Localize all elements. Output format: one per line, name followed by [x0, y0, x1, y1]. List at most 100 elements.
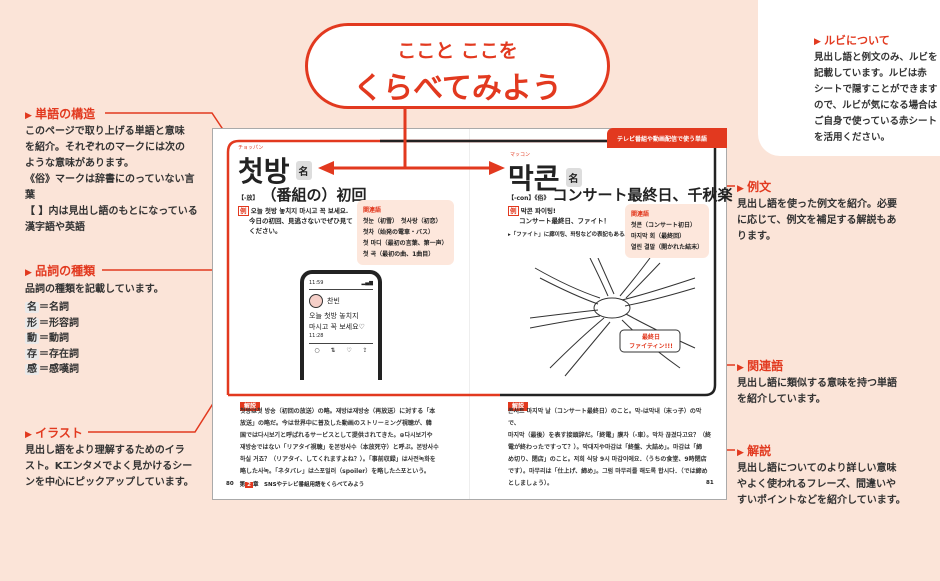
example-mark-right: 例 [508, 206, 519, 216]
kaisetsu-line: 国では다시보기と呼ばれるサービスとして提供されてきた。⊕다시보기や [240, 432, 433, 439]
heart-icon: ♡ [346, 347, 352, 354]
book-spread [212, 128, 727, 500]
origin-left: 【-放】 [238, 195, 259, 202]
share-icon: ⇪ [362, 347, 368, 354]
note-line: を紹介。それぞれのマークには次の [25, 142, 185, 153]
note-line: ような意味があります。 [25, 158, 134, 169]
phone-post-time: 11:28 [309, 333, 324, 339]
kaisetsu-line: 마지막（最後）を表す接頭辞だ。「終電」膜차（-車）。막차 끊겼다고요？（終 [508, 432, 712, 439]
note-line: を紹介しています。 [737, 394, 826, 405]
note-line: に応じて、例文を補足する解説もあ [737, 215, 897, 226]
related-word: 열린 결말（開かれた結末） [631, 244, 704, 251]
ruby-note-line: 見出し語と例文のみ、ルビを [814, 52, 938, 63]
headword-left: 첫방 [238, 155, 290, 188]
ruby-note-line: を活用ください。 [814, 132, 891, 143]
ruby-title: ルビについて [814, 32, 890, 48]
pos-meaning: ＝存在詞 [39, 348, 79, 360]
kaisetsu-line: としましょう）。 [508, 480, 554, 487]
ruby-note-line: ご自身で使っている赤シート [814, 116, 938, 127]
example-ko-right: 막콘 파이팅! [520, 207, 556, 215]
title-bubble: ここと ここを くらべてみよう [305, 23, 610, 109]
ruby-card: ルビについて 見出し語と例文のみ、ルビを記載しています。ルビは赤シートで隠すこと… [758, 0, 940, 156]
related-box-right: 関連語 첫콘（コンサート初日）마지막 회（最終回）열린 결말（開かれた結末） [625, 204, 710, 258]
category-tab: テレビ番組や動画配信で使う単語 [607, 128, 727, 148]
pos-abbrev: 感 [25, 364, 39, 375]
meaning-right: コンサート最終日、千秋楽 [552, 186, 733, 204]
comment-icon: ○ [314, 347, 320, 354]
chapter-title: 章 SNSやテレビ番組用語をくらべてみよう [253, 482, 365, 488]
note-line: 見出し語に類似する意味を持つ単語 [737, 378, 897, 389]
page-number-left: 80 [226, 481, 234, 487]
ruby-note-line: 記載しています。ルビは赤 [814, 68, 927, 79]
label-kaisetsu: 解説 [737, 442, 771, 459]
related-word: 첫콘（コンサート初日） [631, 222, 697, 229]
meaning-left: （番組の）初回 [261, 186, 367, 204]
related-word: 첫차（始発の電車・バス） [363, 229, 435, 236]
kaisetsu-line: 電が終わったですって？）。막대지や마감は「終盤、大詰め」。마감は「締 [508, 444, 703, 451]
title-line1: ここと ここを [397, 40, 518, 62]
pos-abbrev: 形 [25, 317, 39, 329]
label-example: 例文 [737, 178, 771, 195]
ruby-note-line: シートで隠すことができます [814, 84, 938, 95]
label-pos: 品詞の種類 [25, 262, 95, 279]
label-illust: イラスト [25, 424, 83, 441]
phone-message-line: 오늘 첫방 놓치지 [309, 312, 359, 320]
pos-meaning: ＝動詞 [39, 333, 69, 344]
kaisetsu-tag-right: 解説 [508, 402, 529, 411]
note-line: 見出し語を使った例文を紹介。必要 [737, 199, 897, 210]
sign-text-2: ファイティン!!! [629, 343, 673, 350]
note-line: ります。 [737, 231, 776, 242]
note-line: ンを中心にピックアップしています。 [25, 477, 194, 488]
illust-sign: 最終日 ファイティン!!! [622, 332, 680, 350]
example-note-right: ▸「ファイト」に廊이팅、퐈팅などの表記もある。 [508, 232, 631, 238]
signal-icon: ▂▄▆ [361, 280, 373, 286]
pos-abbrev: 動 [25, 333, 39, 344]
example-ko-left: 오늘 첫방 놓치지 마시고 꼭 보세요. [250, 207, 349, 215]
example-ja-line: 今日の初回、見逃さないでぜひ見て [249, 217, 353, 225]
pos-intro: 品詞の種類を記載しています。 [25, 284, 164, 295]
hands-illustration [530, 258, 696, 377]
related-word: 마지막 회（最終回） [631, 233, 686, 240]
arrow-right-icon [489, 161, 505, 175]
pos-abbrev: 名 [25, 302, 39, 313]
pos-legend-item: 動＝動詞 [25, 331, 79, 347]
ruby-left: チョッパン [238, 145, 264, 151]
kaisetsu-line: 첫방は첫 방송（初回の放送）の略。재방は재방송（再放送）に対する「本 [240, 408, 436, 415]
related-word: 첫 마디（最初の言葉、第一声） [363, 240, 448, 247]
phone-time: 11:59 [309, 280, 324, 286]
related-box-left: 関連語 첫눈（初雪） 첫사랑（初恋）첫차（始発の電車・バス）첫 마디（最初の言葉… [357, 200, 454, 265]
label-word-structure: 単語の構造 [25, 105, 95, 122]
note-line: 見出し語をより理解するためのイラ [25, 445, 185, 456]
pos-legend-item: 形＝形容詞 [25, 316, 79, 332]
example-ja-line: コンサート最終日、ファイト！ [519, 217, 610, 225]
note-line: 《俗》マークは辞書にのっていない言 [25, 174, 195, 185]
arrow-left-icon [318, 161, 334, 175]
pos-legend-item: 感＝感嘆詞 [25, 362, 79, 378]
kaisetsu-line: 略した사녹。「ネタバレ」は스포일러（spoiler）を略した스포という。 [240, 468, 430, 475]
related-word: 첫 곡（最初の曲、1曲目） [363, 251, 435, 258]
sign-text-1: 最終日 [641, 334, 660, 341]
note-line: スト。Kエンタメでよく見かけるシー [25, 461, 193, 472]
kaisetsu-line: 재방송ではない「リアタイ視聴」を본방사수（本放死守）と呼ぶ。본방사수 [240, 444, 439, 451]
kaisetsu-line: め切り、閉店」のこと。저희 식당 9시 마감이에요．（うちの食堂、9時閉店 [508, 456, 707, 463]
pos-badge-right: 名 [565, 167, 582, 187]
phone-name: 찬빈 [327, 297, 340, 305]
pos-abbrev: 存 [25, 348, 39, 360]
pos-meaning: ＝名詞 [39, 302, 69, 313]
headword-right: 막콘 [508, 162, 560, 195]
note-line: 漢字語や英語 [25, 222, 85, 233]
phone-message-line: 마시고 꼭 보세요♡ [309, 323, 365, 331]
repost-icon: ⇅ [330, 347, 336, 354]
page-gutter [469, 129, 470, 499]
label-related: 関連語 [737, 357, 783, 374]
pos-legend-item: 存＝存在詞 [25, 347, 79, 363]
kaisetsu-line: 放送」の略だ。今は世界中に普及した動画のストリーミング視聴が、韓 [240, 420, 432, 427]
kaisetsu-line: 하실 거죠？（リアタイ、してくれますよね？）。「事前収録」は사전녹화を [240, 456, 436, 463]
example-ja-line: ください。 [249, 227, 282, 235]
example-mark-left: 例 [238, 206, 249, 216]
page-number-right: 81 [706, 480, 714, 486]
kaisetsu-tag-left: 解説 [240, 402, 261, 411]
